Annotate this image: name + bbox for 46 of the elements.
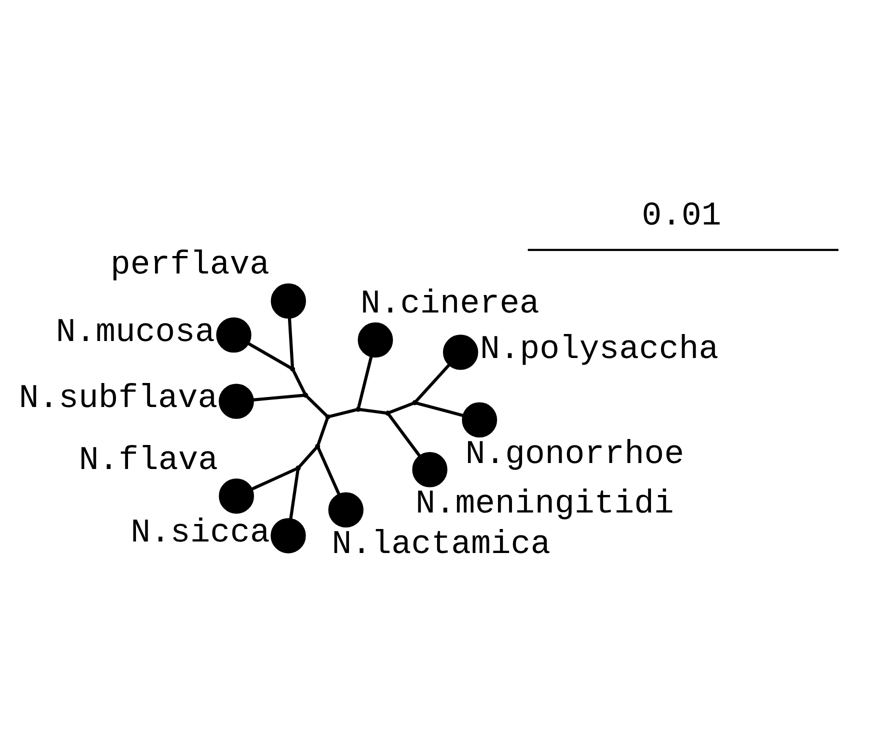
connector [388,414,421,457]
node-point [412,400,418,406]
connector [316,447,341,496]
node-point [385,410,390,416]
node-label: N.flava [78,440,218,479]
node-circle [270,283,306,319]
node-point [315,444,320,449]
connector [360,408,386,414]
node-circle [218,384,254,419]
connector [414,364,450,402]
node-label: N.cinerea [360,284,540,323]
connector [288,318,294,368]
node-circle [270,518,306,554]
connector [306,396,328,417]
connector [316,418,329,445]
connector [251,467,298,491]
connector [248,342,292,370]
connector [416,402,464,418]
node-point [296,466,301,471]
node-circle [358,322,393,358]
node-label: N.polysaccha [480,330,719,368]
connector [292,370,306,394]
node-circle [462,402,498,438]
node-label: perflava [110,246,270,284]
node-circle [328,492,364,528]
connector [357,356,373,408]
connector [388,402,414,414]
connector [329,408,356,418]
label: 0.01 [642,196,722,235]
node-point [325,414,330,420]
node-point [356,406,361,412]
node-label: N.mucosa [56,312,215,351]
connector [289,470,300,520]
node-label: N.lactamica [332,524,550,563]
connector [252,394,304,402]
connector [298,446,318,468]
node-point [303,392,308,398]
node-circle [218,478,254,514]
node-circle [442,334,478,370]
node-point [290,366,296,372]
node-circle [412,452,448,488]
node-label: N.meningitidi [416,484,674,523]
node-circle [216,317,252,353]
node-label: N.sicca [130,514,270,552]
node-label: N.gonorrhoe [465,434,684,473]
node-label: N.subflava [18,379,218,418]
